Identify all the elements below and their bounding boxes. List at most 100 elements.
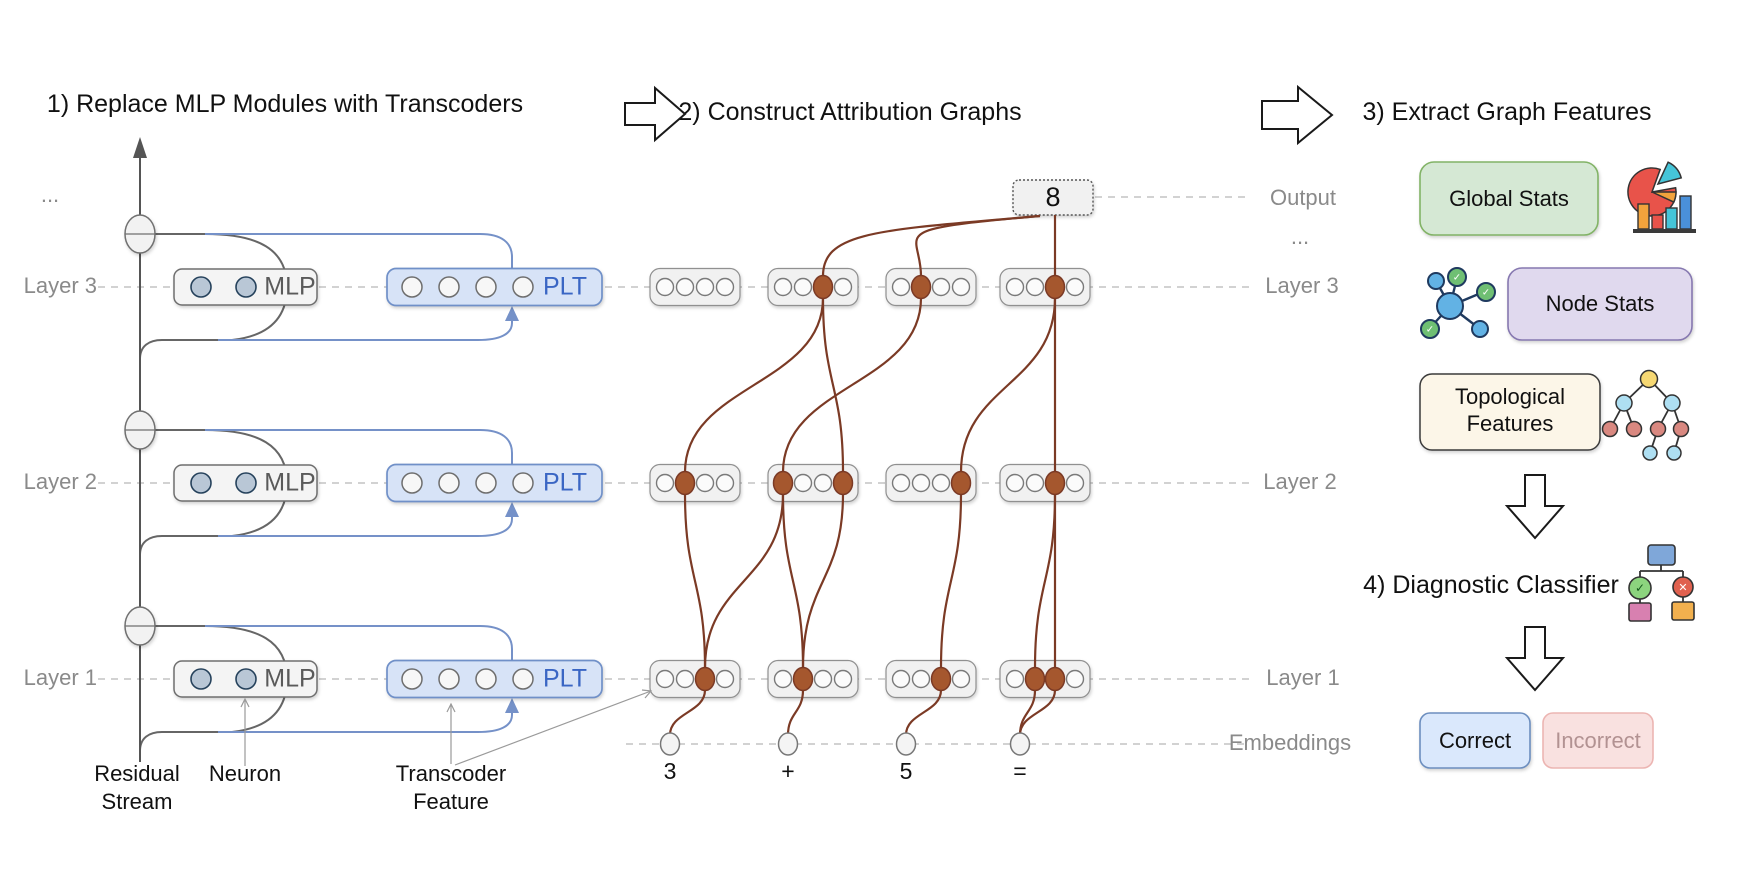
decision-tree-classifier-icon: ✓ ✕ <box>1628 544 1695 622</box>
global-stats-label: Global Stats <box>1449 186 1569 211</box>
output-row-label: Output <box>1270 185 1336 210</box>
feature-node <box>655 669 675 689</box>
feature-node <box>813 473 833 493</box>
transcoder-feature-circle <box>438 668 460 690</box>
transcoder-feature-label-line1: Transcoder <box>396 761 506 786</box>
feature-node <box>715 473 735 493</box>
transcoder-feature-circle <box>401 472 423 494</box>
attribution-edge <box>781 297 923 473</box>
feature-node <box>675 277 695 297</box>
feature-node <box>773 669 793 689</box>
feature-node-active <box>910 274 932 300</box>
right-arrow-icon <box>1261 84 1334 146</box>
embedding-node <box>659 732 681 756</box>
attribution-edge <box>915 214 1041 277</box>
neuron-circle <box>190 276 212 298</box>
feature-node-active <box>812 274 834 300</box>
feature-node <box>715 669 735 689</box>
right-arrow-icon <box>624 85 687 143</box>
incorrect-label: Incorrect <box>1555 728 1641 753</box>
plt-label: PLT <box>543 273 587 301</box>
embedding-node <box>895 732 917 756</box>
feature-node <box>1005 277 1025 297</box>
feature-node <box>951 669 971 689</box>
attribution-edge <box>703 493 785 669</box>
svg-text:✕: ✕ <box>1678 582 1687 594</box>
pie-bar-chart-icon <box>1627 161 1696 233</box>
transcoder-feature-circle <box>512 276 534 298</box>
tree-graph-icon <box>1601 369 1690 461</box>
feature-node <box>891 277 911 297</box>
grid-box <box>767 463 859 503</box>
attribution-edge <box>801 493 845 669</box>
feature-node <box>931 473 951 493</box>
feature-node-active <box>832 470 854 496</box>
residual-branch-loops <box>139 233 519 752</box>
svg-text:✓: ✓ <box>1635 581 1645 595</box>
layer1-row-label: Layer 1 <box>1266 665 1339 690</box>
mlp-label: MLP <box>264 665 315 693</box>
correct-label: Correct <box>1439 728 1511 753</box>
transcoder-branch-bottom <box>218 311 513 341</box>
blue-arrowhead-icon <box>505 502 519 517</box>
svg-text:✓: ✓ <box>1426 325 1434 336</box>
feature-node <box>911 473 931 493</box>
grid-box <box>885 463 977 503</box>
feature-node <box>715 277 735 297</box>
feature-node-active <box>1044 666 1066 692</box>
feature-node <box>1065 277 1085 297</box>
topological-label-line2: Features <box>1467 411 1554 436</box>
transcoder-feature-circle <box>438 472 460 494</box>
blue-arrowhead-icon <box>505 698 519 713</box>
node-stats-label: Node Stats <box>1546 291 1655 316</box>
transcoder-feature-circle <box>401 276 423 298</box>
transcoder-branch-top <box>205 625 513 660</box>
feature-node-active <box>694 666 716 692</box>
feature-node-active <box>1044 274 1066 300</box>
correct-box <box>1419 712 1531 769</box>
token-equals: = <box>1013 758 1026 784</box>
layer2-label: Layer 2 <box>24 469 97 494</box>
feature-node-active <box>674 470 696 496</box>
incorrect-box <box>1542 712 1654 769</box>
neuron-circle <box>235 276 257 298</box>
residual-arrowhead-icon <box>133 137 147 158</box>
feature-node <box>695 277 715 297</box>
global-stats-box <box>1419 161 1599 236</box>
transcoder-to-grid-arrow <box>454 690 652 766</box>
transcoder-branch-top <box>205 429 513 464</box>
grid-box <box>649 267 741 307</box>
output-box-group <box>1012 179 1094 216</box>
attribution-edge <box>821 214 1041 277</box>
attribution-grid-nodes <box>655 274 1085 756</box>
transcoder-feature-circle <box>401 668 423 690</box>
attribution-edge <box>821 297 845 473</box>
svg-text:✓: ✓ <box>1482 288 1490 299</box>
attribution-edges <box>668 214 1057 736</box>
feature-node <box>773 277 793 297</box>
feature-node <box>1065 669 1085 689</box>
mlp-branch-loop <box>139 429 289 556</box>
node-stats-box <box>1507 267 1693 341</box>
feature-node <box>891 473 911 493</box>
feature-node <box>813 669 833 689</box>
network-graph-icon: ✓ ✓ ✓ <box>1420 267 1496 339</box>
feature-node <box>931 277 951 297</box>
attribution-edge <box>904 689 943 736</box>
annotation-arrows <box>240 689 653 766</box>
transcoder-branch-bottom <box>218 507 513 537</box>
feature-node <box>951 277 971 297</box>
embedding-node <box>1009 732 1031 756</box>
transcoder-feature-circle <box>475 276 497 298</box>
feature-node <box>833 277 853 297</box>
attribution-edge <box>939 493 963 669</box>
output-box <box>1012 179 1094 216</box>
residual-stream-label-line1: Residual <box>94 761 180 786</box>
feature-node <box>655 473 675 493</box>
layer3-row-label: Layer 3 <box>1265 273 1338 298</box>
residual-stream-label-line2: Stream <box>102 789 173 814</box>
transcoder-branch-top <box>205 233 513 268</box>
feature-node-active <box>772 470 794 496</box>
feature-node <box>675 669 695 689</box>
mlp-label: MLP <box>264 273 315 301</box>
